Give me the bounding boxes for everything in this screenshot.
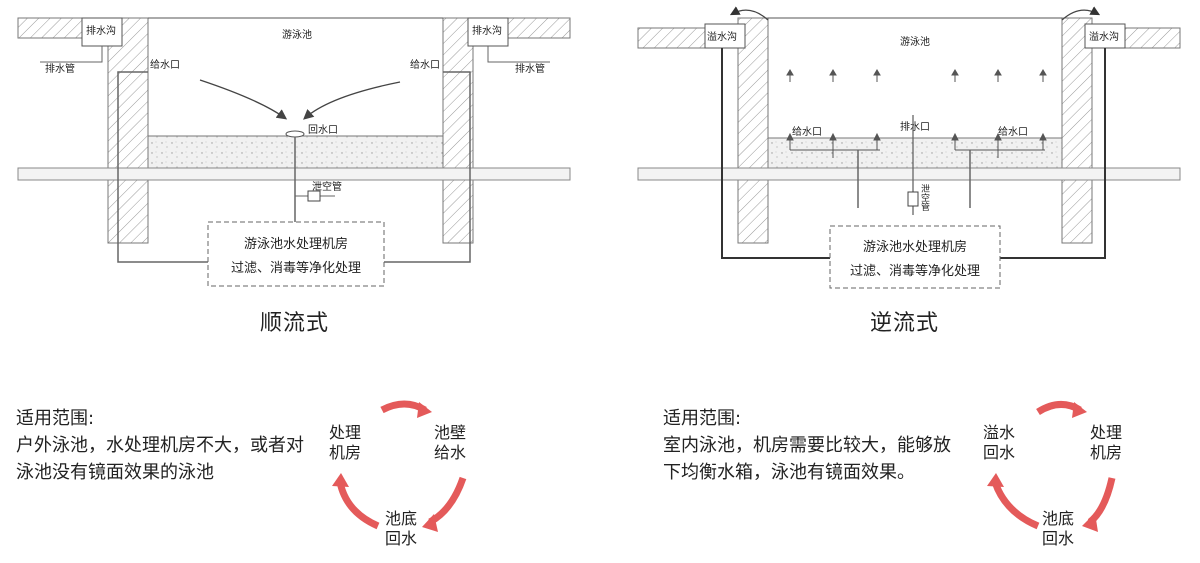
- cycle-node-c-1: 池底: [1042, 509, 1074, 528]
- inlet-left-label: 给水口: [792, 125, 822, 138]
- drain-pipe-label: 泄空管: [919, 183, 930, 211]
- machine-room-line2: 过滤、消毒等净化处理: [231, 260, 361, 276]
- upflow-diagram: 溢水沟 溢水沟 游泳池 给水口 给水口 排水口: [637, 6, 1181, 548]
- downflow-diagram: 排水沟 排水沟 游泳池 排水管 排水管 给水口 给水口 回水口 泄空管 游泳池水…: [17, 17, 571, 548]
- inlet-pipe-right: [384, 71, 471, 263]
- scope-text: 室内泳池，机房需要比较大，能够放下均衡水箱，泳池有镜面效果。: [663, 435, 951, 483]
- cycle-node-c-1: 池底: [385, 509, 417, 528]
- overflow-channel-left: [704, 23, 746, 49]
- return-outlet-label: 回水口: [308, 124, 338, 136]
- cycle-node-c-2: 回水: [1042, 529, 1074, 548]
- drain-outlet-label: 排水口: [900, 120, 930, 133]
- overflow-return-left: [721, 48, 830, 259]
- cycle-node-a-1: 溢水: [983, 423, 1015, 442]
- pool-wall-right: [1061, 17, 1093, 244]
- inlet-right-label: 给水口: [410, 58, 440, 71]
- pool-wall-left: [737, 17, 769, 244]
- overflow-channel-left-label: 溢水沟: [707, 30, 737, 43]
- pool-wall-left: [107, 17, 149, 244]
- panel-upflow: 溢水沟 溢水沟 游泳池 给水口 给水口 排水口: [600, 0, 1200, 563]
- cycle-node-b-1: 处理: [1090, 423, 1122, 442]
- drain-valve: [307, 190, 321, 202]
- flow-arrow-right: [303, 81, 401, 120]
- panel-title: 逆流式: [870, 311, 940, 336]
- cycle-node-a-2: 机房: [329, 443, 361, 462]
- inlet-pipe-left: [117, 71, 208, 263]
- scope-text: 户外泳池，水处理机房不大，或者对泳池没有镜面效果的泳池: [16, 435, 304, 483]
- panel-title: 顺流式: [260, 311, 330, 336]
- overflow-channel-right: [1084, 23, 1126, 49]
- ground-band: [17, 167, 571, 181]
- cycle-diagram: 处理 机房 池壁 给水 池底 回水: [329, 400, 467, 548]
- drain-valve: [907, 191, 919, 207]
- ground-band: [637, 167, 1181, 181]
- pool-floor-slab: [767, 137, 1063, 169]
- cycle-node-c-2: 回水: [385, 529, 417, 548]
- scope-block: 适用范围: 室内泳池，机房需要比较大，能够放下均衡水箱，泳池有镜面效果。: [663, 405, 953, 486]
- scope-heading: 适用范围:: [663, 408, 742, 429]
- inlet-right-label: 给水口: [998, 125, 1028, 138]
- flow-arrow-left: [199, 79, 288, 120]
- upflow-arrows: [786, 69, 1047, 82]
- cycle-arrow-right: [428, 476, 467, 526]
- cycle-diagram: 溢水 回水 处理 机房 池底 回水: [983, 401, 1122, 548]
- drain-channel-left-label: 排水沟: [86, 24, 116, 37]
- cycle-node-b-2: 给水: [434, 443, 466, 462]
- pool-label: 游泳池: [900, 35, 930, 48]
- cycle-node-b-2: 机房: [1090, 443, 1122, 462]
- overflow-channel-right-label: 溢水沟: [1089, 30, 1119, 43]
- scope-heading: 适用范围:: [16, 408, 95, 429]
- machine-room-box: [829, 225, 1001, 289]
- drain-channel-right-label: 排水沟: [472, 24, 502, 37]
- scope-block: 适用范围: 户外泳池，水处理机房不大，或者对泳池没有镜面效果的泳池: [16, 405, 306, 486]
- overflow-return-right: [1000, 48, 1106, 259]
- inlet-left-label: 给水口: [150, 58, 180, 71]
- inlet-nozzles: [786, 132, 1047, 158]
- drain-pipe-right-label: 排水管: [515, 62, 545, 75]
- panel-downflow: 排水沟 排水沟 游泳池 排水管 排水管 给水口 给水口 回水口 泄空管 游泳池水…: [16, 17, 571, 548]
- cycle-node-a-2: 回水: [983, 443, 1015, 462]
- machine-room-line1: 游泳池水处理机房: [863, 239, 967, 255]
- machine-room-line1: 游泳池水处理机房: [244, 236, 348, 252]
- cycle-arrow-left: [991, 480, 1040, 530]
- pool-wall-right: [442, 17, 474, 244]
- pool-label: 游泳池: [282, 28, 312, 41]
- return-outlet: [285, 130, 305, 138]
- drain-pipe-left-label: 排水管: [45, 62, 75, 75]
- machine-room-line2: 过滤、消毒等净化处理: [850, 263, 980, 279]
- cycle-arrow-left: [336, 481, 380, 530]
- cycle-node-a-1: 处理: [329, 423, 361, 442]
- cycle-node-b-1: 池壁: [434, 423, 466, 442]
- drain-valve-label: 泄空管: [312, 180, 342, 193]
- machine-room-box: [207, 221, 385, 287]
- drain-channel-left: [81, 17, 123, 47]
